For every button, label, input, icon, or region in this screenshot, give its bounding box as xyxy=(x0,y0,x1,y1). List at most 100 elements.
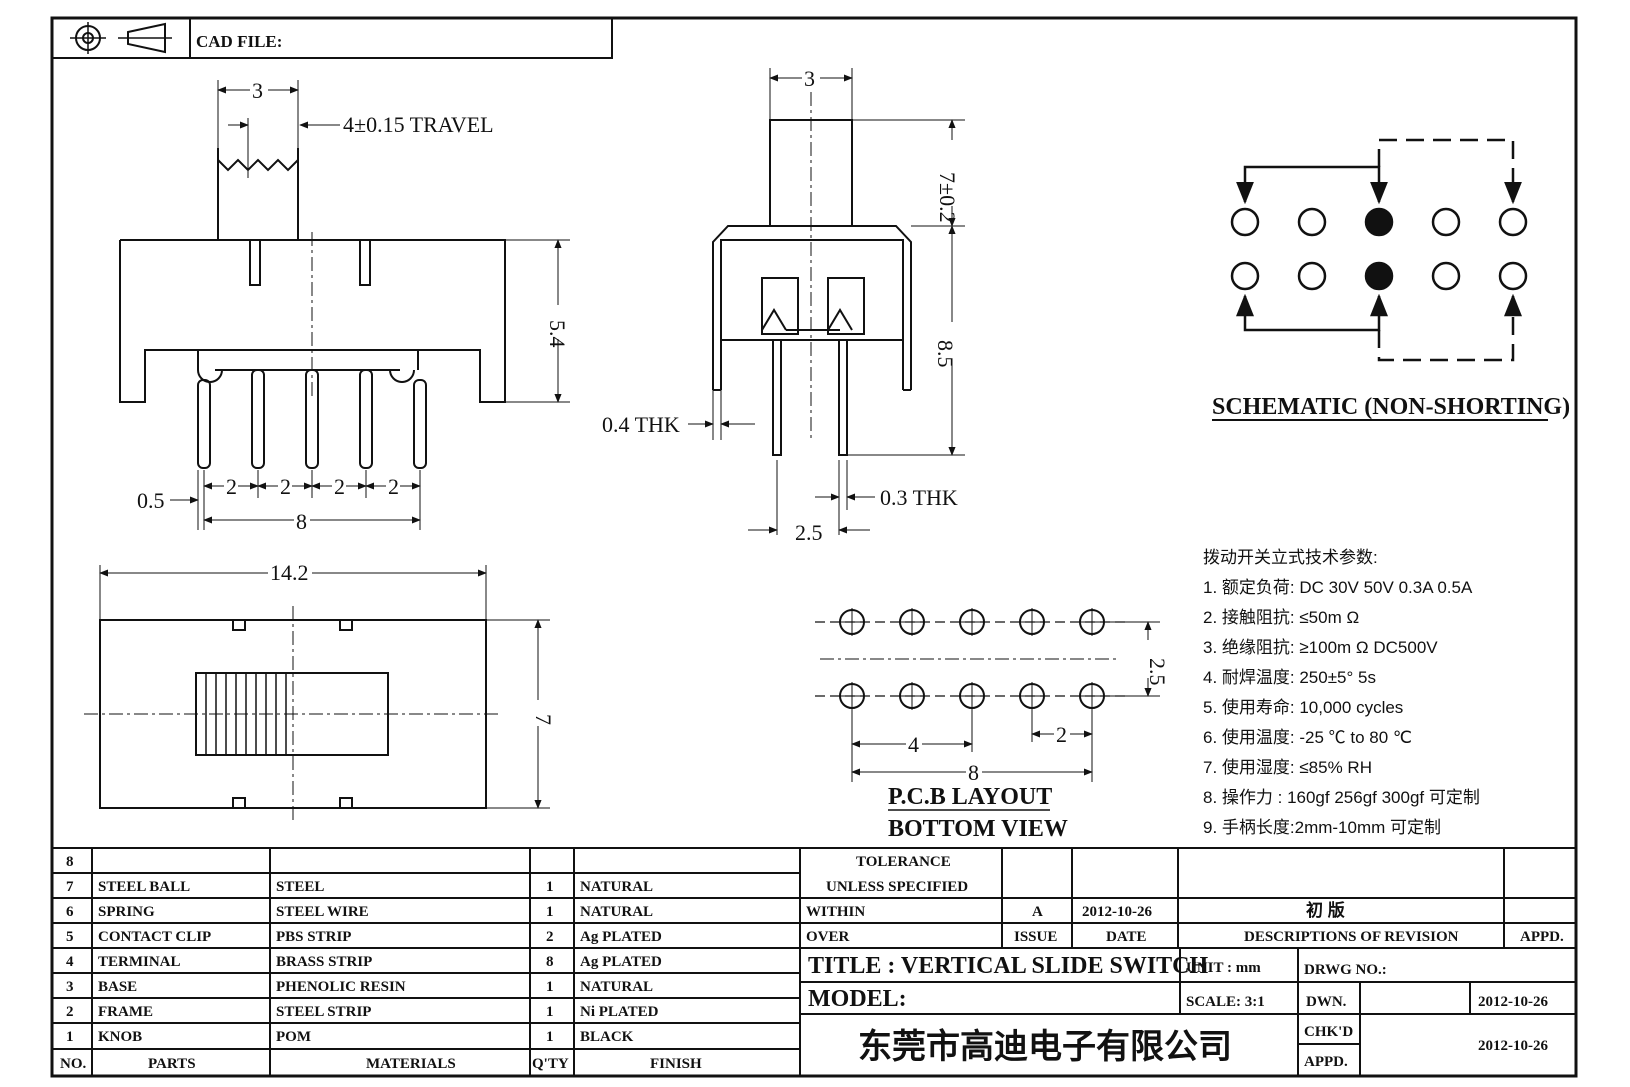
row-part: SPRING xyxy=(98,904,155,920)
frame-thk-dim: 0.4 THK xyxy=(602,412,680,437)
body-height-dim: 8.5 xyxy=(933,340,958,368)
revision-desc: 初 版 xyxy=(1306,900,1345,920)
spec-list: 拨动开关立式技术参数: 1. 额定负荷: DC 30V 50V 0.3A 0.5… xyxy=(1203,548,1480,837)
company-name: 东莞市高迪电子有限公司 xyxy=(858,1027,1232,1066)
side-view xyxy=(119,80,570,530)
row-part: CONTACT CLIP xyxy=(98,929,211,945)
row-qty: 2 xyxy=(546,929,554,945)
pin-thk-dim: 0.3 THK xyxy=(880,485,958,510)
dwn-label: DWN. xyxy=(1306,994,1347,1010)
pitch-dim-1: 2 xyxy=(226,474,237,499)
pin-width-dim: 0.5 xyxy=(137,488,165,513)
row-no: 7 xyxy=(66,879,74,895)
row-material: PBS STRIP xyxy=(276,929,351,945)
spec-item: 1. 额定负荷: DC 30V 50V 0.3A 0.5A xyxy=(1203,578,1473,597)
header-no: NO. xyxy=(60,1056,87,1072)
header-parts: PARTS xyxy=(148,1056,196,1072)
row-no: 8 xyxy=(66,854,74,870)
within-label: WITHIN xyxy=(806,904,865,920)
pcb-layout xyxy=(815,608,1160,811)
spec-item: 3. 绝缘阻抗: ≥100m Ω DC500V xyxy=(1203,638,1438,657)
model-label: MODEL: xyxy=(808,986,907,1012)
issue-label: ISSUE xyxy=(1014,929,1057,945)
side-dim-3: 3 xyxy=(252,78,263,103)
spec-item: 2. 接触阻抗: ≤50m Ω xyxy=(1203,608,1359,627)
row-qty: 1 xyxy=(546,879,554,895)
row-no: 6 xyxy=(66,904,74,920)
row-material: STEEL WIRE xyxy=(276,904,369,920)
cad-file-label: CAD FILE: xyxy=(196,32,282,51)
spec-item: 8. 操作力 : 160gf 256gf 300gf 可定制 xyxy=(1203,788,1480,807)
row-material: STEEL STRIP xyxy=(276,1004,371,1020)
issue-value: A xyxy=(1032,904,1043,920)
over-label: OVER xyxy=(806,929,850,945)
row-qty: 1 xyxy=(546,904,554,920)
chkd-date: 2012-10-26 xyxy=(1478,1038,1548,1054)
parts-table: 8 7 STEEL BALL STEEL 1 NATURAL 6 SPRING … xyxy=(52,847,1576,1076)
row-qty: 1 xyxy=(546,1004,554,1020)
row-material: PHENOLIC RESIN xyxy=(276,979,406,995)
date-label: DATE xyxy=(1106,929,1147,945)
pcb-subtitle: BOTTOM VIEW xyxy=(888,816,1068,842)
pitch-dim-2: 2 xyxy=(280,474,291,499)
row-finish: Ag PLATED xyxy=(580,929,662,945)
row-no: 4 xyxy=(66,954,74,970)
row-finish: Ag PLATED xyxy=(580,954,662,970)
header-qty: Q'TY xyxy=(532,1056,569,1072)
row-qty: 1 xyxy=(546,1029,554,1045)
row-material: BRASS STRIP xyxy=(276,954,372,970)
row-no: 3 xyxy=(66,979,74,995)
schematic-contacts-bottom xyxy=(1230,261,1528,291)
schematic xyxy=(1212,138,1548,421)
spec-item: 5. 使用寿命: 10,000 cycles xyxy=(1203,697,1403,717)
row-finish: Ni PLATED xyxy=(580,1004,659,1020)
spec-item: 7. 使用湿度: ≤85% RH xyxy=(1203,757,1372,777)
spec-item: 9. 手柄长度:2mm-10mm 可定制 xyxy=(1203,818,1441,837)
spec-item: 4. 耐焊温度: 250±5° 5s xyxy=(1203,668,1376,687)
width-dim: 7 xyxy=(531,714,556,725)
row-part: BASE xyxy=(98,979,137,995)
end-view xyxy=(688,68,965,535)
schematic-contacts-top xyxy=(1230,207,1528,237)
pitch-dim-4: 2 xyxy=(388,474,399,499)
row-no: 1 xyxy=(66,1029,74,1045)
top-view xyxy=(84,565,550,822)
pcb-dim-4: 4 xyxy=(908,732,919,757)
date-value: 2012-10-26 xyxy=(1082,904,1152,920)
unit-label: UNIT : mm xyxy=(1186,960,1261,976)
spec-item: 6. 使用温度: -25 ℃ to 80 ℃ xyxy=(1203,727,1412,747)
pitch-total-dim: 8 xyxy=(296,509,307,534)
projection-symbol-icon xyxy=(70,22,172,54)
unless-specified-label: UNLESS SPECIFIED xyxy=(826,879,968,895)
length-dim: 14.2 xyxy=(270,560,309,585)
pcb-title: P.C.B LAYOUT xyxy=(888,784,1052,810)
header-materials: MATERIALS xyxy=(366,1056,456,1072)
cad-file-header: CAD FILE: xyxy=(51,17,613,59)
dwn-date: 2012-10-26 xyxy=(1478,994,1548,1010)
row-finish: BLACK xyxy=(580,1029,634,1045)
drwg-no-label: DRWG NO.: xyxy=(1304,962,1387,978)
chkd-label: CHK'D xyxy=(1304,1024,1353,1040)
appd-label: APPD. xyxy=(1520,929,1564,945)
tolerance-label: TOLERANCE xyxy=(856,854,951,870)
schematic-title: SCHEMATIC (NON-SHORTING) xyxy=(1212,394,1570,420)
sheet-border xyxy=(50,16,1578,1078)
row-part: STEEL BALL xyxy=(98,879,190,895)
row-material: STEEL xyxy=(276,879,324,895)
appd-label-2: APPD. xyxy=(1304,1054,1348,1070)
knob-height-dim: 7±0.2 xyxy=(935,172,960,223)
drawing-title: TITLE : VERTICAL SLIDE SWITCH xyxy=(808,953,1209,979)
knob-width-dim: 3 xyxy=(804,66,815,91)
row-finish: NATURAL xyxy=(580,879,653,895)
row-part: FRAME xyxy=(98,1004,153,1020)
scale-label: SCALE: 3:1 xyxy=(1186,994,1265,1010)
header-finish: FINISH xyxy=(650,1056,702,1072)
travel-dim: 4±0.15 TRAVEL xyxy=(343,112,494,137)
row-material: POM xyxy=(276,1029,311,1045)
row-no: 2 xyxy=(66,1004,74,1020)
pitch-dim-3: 2 xyxy=(334,474,345,499)
side-dim-5-4: 5.4 xyxy=(545,320,570,348)
pcb-dim-8: 8 xyxy=(968,760,979,785)
row-no: 5 xyxy=(66,929,74,945)
